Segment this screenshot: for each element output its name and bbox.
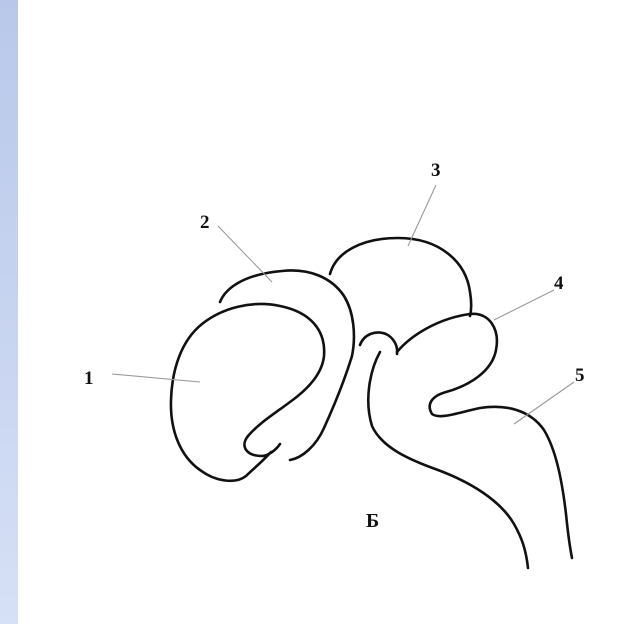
label-3: 3: [431, 160, 441, 181]
label-2: 2: [200, 212, 210, 233]
figure-caption: Б: [366, 510, 379, 532]
brain-small-bump-outline: [360, 332, 397, 354]
brain-part-2-outline: [220, 270, 354, 460]
label-5: 5: [575, 365, 585, 386]
brain-part-4-5-upper-outline: [397, 314, 572, 558]
label-1: 1: [84, 368, 94, 389]
leader-line-5: [514, 382, 574, 424]
leader-line-3: [408, 185, 436, 246]
brain-part-3-outline: [330, 238, 471, 316]
leader-line-2: [218, 226, 272, 282]
leader-line-4: [494, 290, 554, 320]
label-4: 4: [554, 273, 564, 294]
leader-line-1: [112, 374, 200, 382]
brain-part-4-5-lower-outline: [368, 352, 528, 568]
